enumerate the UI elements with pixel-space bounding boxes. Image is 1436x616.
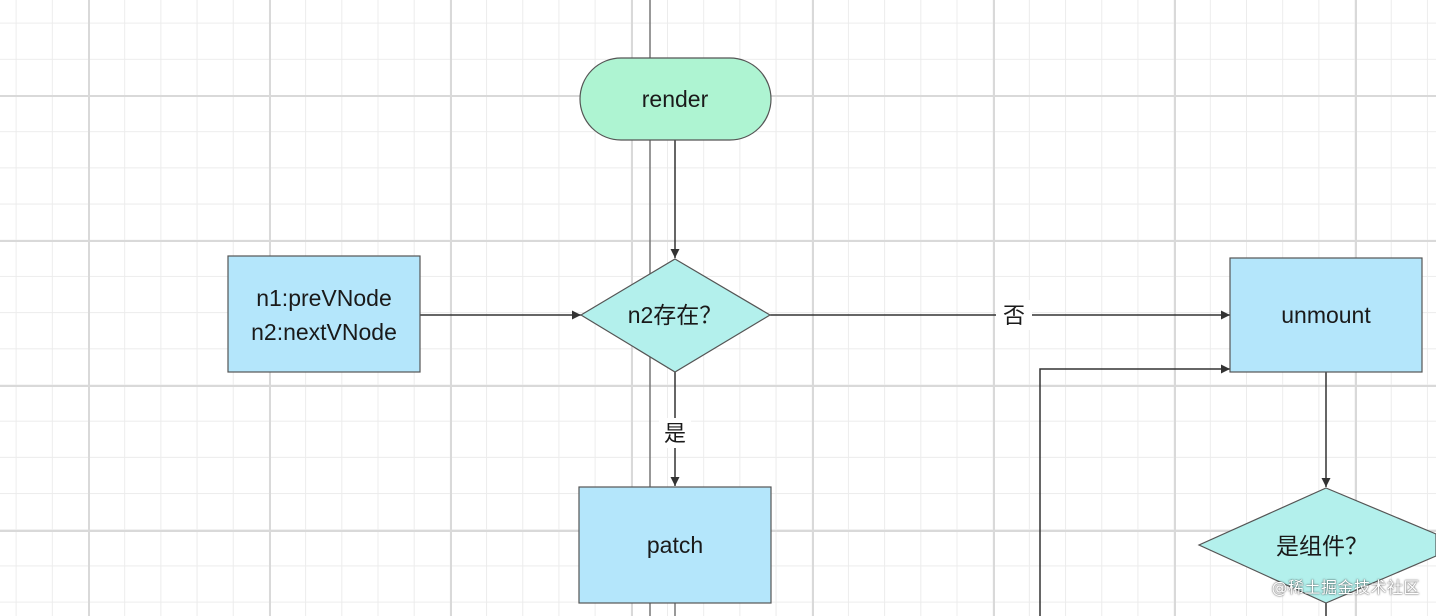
node-is-component-label: 是组件？ xyxy=(1276,533,1368,559)
node-unmount-label: unmount xyxy=(1281,302,1371,328)
node-input-vnodes[interactable]: n1:preVNode n2:nextVNode xyxy=(227,255,421,373)
edge-label-yes: 是 xyxy=(664,422,686,447)
node-input-line2: n2:nextVNode xyxy=(251,319,397,345)
node-n2-exists-decision[interactable]: n2存在？ xyxy=(579,258,772,373)
watermark-text: @稀土掘金技术社区 xyxy=(1271,578,1420,597)
node-render-label: render xyxy=(642,86,709,112)
node-unmount[interactable]: unmount xyxy=(1229,257,1423,373)
node-render[interactable]: render xyxy=(579,57,772,141)
edge-loop-back-to-unmount xyxy=(1039,364,1230,616)
node-patch-label: patch xyxy=(647,532,703,558)
edge-label-no: 否 xyxy=(1003,304,1025,329)
node-patch[interactable]: patch xyxy=(578,486,772,604)
node-input-line1: n1:preVNode xyxy=(256,285,392,311)
node-n2-exists-label: n2存在？ xyxy=(628,302,723,328)
node-is-component-decision[interactable]: 是组件？ xyxy=(1197,487,1436,604)
